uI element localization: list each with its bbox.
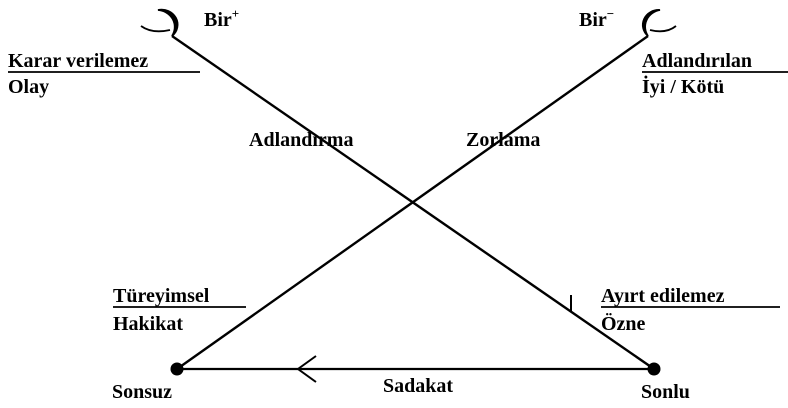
label-bir-plus-name: Bir [204,9,232,31]
label-bir-minus: Bir− [579,6,614,31]
label-bir-minus-sign: − [607,6,614,21]
label-bir-minus-name: Bir [579,9,607,31]
label-sadakat: Sadakat [383,375,453,397]
label-zorlama: Zorlama [466,129,540,151]
fraction-left-denominator: Olay [8,76,49,98]
label-adlandirma: Adlandırma [249,129,353,151]
label-bir-plus-sign: + [232,6,239,21]
crescent-right-icon [641,9,661,37]
fraction-lower-right-denominator: Özne [601,312,646,335]
fraction-right-numerator: Adlandırılan [642,50,752,72]
crescent-right-tail [649,25,677,33]
crescent-left-icon [157,8,179,37]
label-bir-plus: Bir+ [204,6,239,31]
fraction-right-denominator: İyi / Kötü [642,74,724,98]
fraction-lower-left-denominator: Hakikat [113,313,183,335]
bottom-arrowhead [296,355,317,383]
crescent-left-tail [140,25,171,33]
fraction-lower-right-numerator: Ayırt edilemez [601,285,725,307]
node-dot-sonlu [647,362,661,376]
label-sonsuz: Sonsuz [112,381,172,403]
diagonal-line-right-to-lower-left [176,35,649,370]
fraction-lower-left-numerator: Türeyimsel [113,285,210,307]
node-dot-sonsuz [170,362,184,376]
fraction-left-numerator: Karar verilemez [8,50,148,72]
label-sonlu: Sonlu [641,381,690,403]
